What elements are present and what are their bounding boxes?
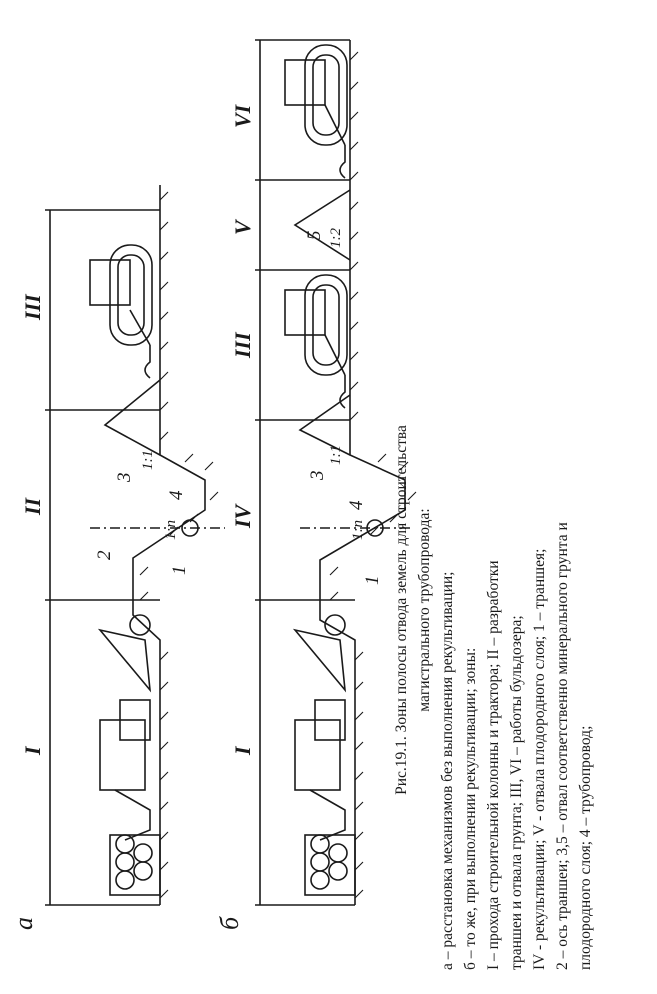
zone-label-a-3: III <box>20 293 45 321</box>
ground-profile-b <box>319 185 406 905</box>
bulldozer-a <box>89 244 153 379</box>
topsoil-heap-b <box>293 189 351 261</box>
bulldozer-b-zone-3 <box>284 274 348 409</box>
zone-label-b-1: I <box>230 745 255 756</box>
caption-line: I – прохода строительной колонны и тракт… <box>485 560 502 970</box>
zone-label-b-5: V <box>230 218 255 235</box>
soil-hatch-b <box>329 51 417 899</box>
caption-line: траншеи и отвала грунта; III, VI – работ… <box>508 615 525 970</box>
label-b-slope-topsoil: 1:2 <box>328 228 344 248</box>
label-b-slope-trench: 1:n <box>350 520 366 540</box>
pipe-column-a <box>109 834 161 896</box>
label-b-5: 5 <box>304 231 325 241</box>
pipelayer-b <box>292 614 347 841</box>
zone-label-b-3: III <box>230 331 255 359</box>
caption-line: а – расстановка механизмов без выполнени… <box>439 571 456 970</box>
soil-hatch-a <box>139 191 219 899</box>
spoil-heap-a <box>103 379 161 456</box>
panel-a-labels: а I II III 1 2 3 4 1:1 1:n <box>9 293 190 930</box>
pipe-a <box>181 519 199 537</box>
label-a-3: 3 <box>114 473 135 484</box>
zone-label-b-6: VI <box>230 103 255 128</box>
pipe-b <box>366 519 384 537</box>
caption-line: IV - рекультивации; V - отвала плодородн… <box>531 548 548 970</box>
figure-caption: Рис.19.1. Зоны полосы отвода земель для … <box>390 250 597 970</box>
label-b-1: 1 <box>362 576 383 586</box>
caption-title: Рис.19.1. Зоны полосы отвода земель для … <box>393 425 410 795</box>
label-b-4: 4 <box>346 500 367 510</box>
label-a-slope-spoil: 1:1 <box>140 450 156 470</box>
panel-a-letter: а <box>9 917 38 930</box>
panel-b-letter: б <box>215 916 244 930</box>
label-a-2: 2 <box>94 550 115 560</box>
label-b-3: 3 <box>307 471 328 482</box>
caption-line: плодородного слоя; 4 – трубопровод; <box>577 725 594 970</box>
panel-a <box>45 185 225 906</box>
zone-label-a-2: II <box>20 496 45 516</box>
label-a-4: 4 <box>166 490 187 500</box>
bulldozer-b-zone-6 <box>284 44 348 179</box>
panel-b <box>255 39 417 906</box>
caption-subtitle: магистрального трубопровода: <box>416 508 433 712</box>
pipelayer-a <box>97 614 152 841</box>
ground-profile-a <box>132 185 206 905</box>
label-b-slope-spoil: 1:1 <box>328 445 344 465</box>
spoil-heap-b <box>298 394 351 456</box>
label-a-1: 1 <box>169 566 190 576</box>
zone-label-b-4: IV <box>230 502 255 529</box>
pipe-column-b <box>304 834 356 896</box>
caption-line: б – то же, при выполнении рекультивации;… <box>462 647 479 970</box>
caption-line: 2 – ось траншеи; 3,5 – отвал соответстве… <box>554 522 571 970</box>
label-a-slope-trench: 1:n <box>163 520 179 540</box>
panel-b-labels: б I IV III V VI 1 3 4 5 1:1 1:2 1:n <box>215 103 383 930</box>
zone-label-a-1: I <box>20 745 45 756</box>
